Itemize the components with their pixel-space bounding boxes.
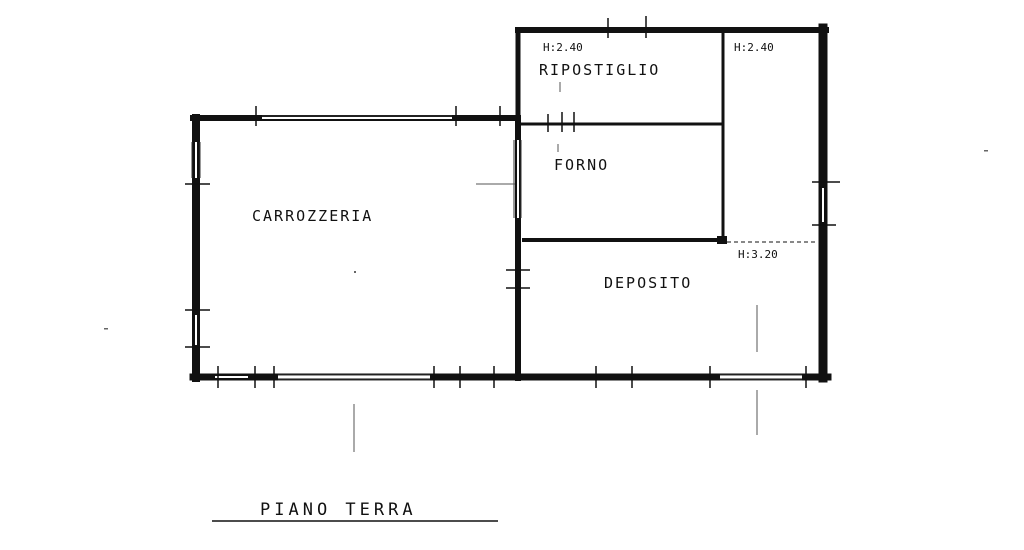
window-frames xyxy=(191,115,802,381)
construction-lines xyxy=(353,82,758,452)
speck xyxy=(354,271,356,273)
exterior-walls xyxy=(189,23,832,383)
room-label-deposito: DEPOSITO xyxy=(604,274,692,292)
interior-walls xyxy=(518,30,815,244)
plan-title: PIANO TERRA xyxy=(260,500,417,520)
openings xyxy=(195,117,824,379)
speck xyxy=(984,150,988,152)
height-label-ripostiglio: H:2.40 xyxy=(543,41,583,54)
room-label-ripostiglio: RIPOSTIGLIO xyxy=(539,61,660,79)
height-label-right-room: H:2.40 xyxy=(734,41,774,54)
room-label-forno: FORNO xyxy=(554,156,609,174)
wall-ticks xyxy=(185,16,840,388)
height-label-deposito: H:3.20 xyxy=(738,248,778,261)
room-label-carrozzeria: CARROZZERIA xyxy=(252,207,373,225)
scan-specks xyxy=(104,150,988,330)
wall-node xyxy=(717,236,727,244)
speck xyxy=(104,328,108,330)
